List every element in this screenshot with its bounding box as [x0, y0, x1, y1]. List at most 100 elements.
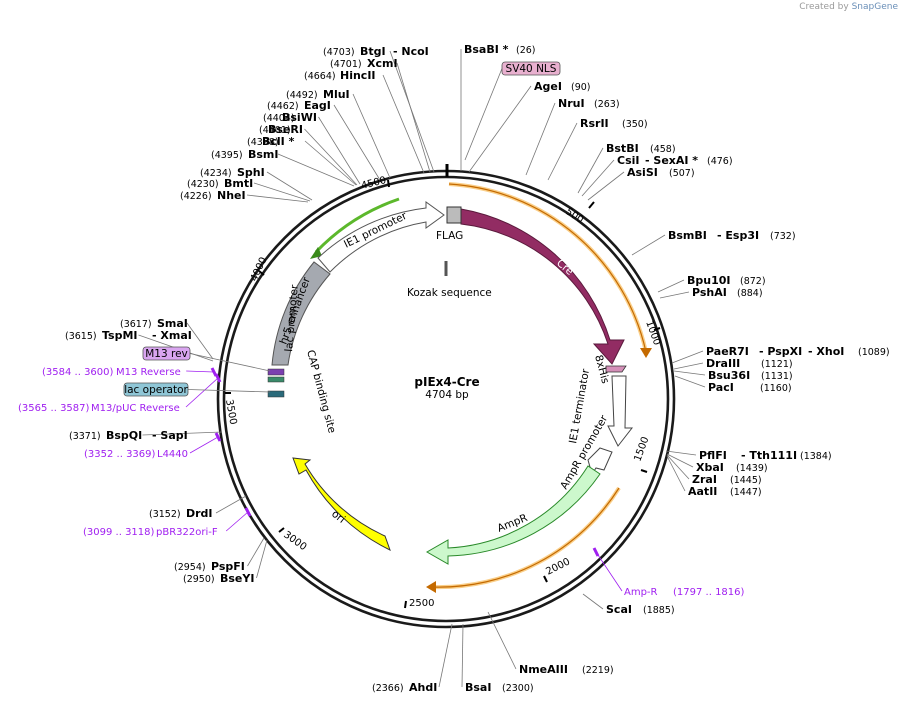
enzyme-leader: [665, 450, 697, 456]
ori-feature: [292, 457, 391, 551]
primer-name: Amp-R: [624, 587, 658, 598]
ampr-orf-arc-line: [431, 487, 620, 588]
enzyme-position: (476): [707, 156, 733, 167]
enzyme-leader: [142, 431, 223, 436]
tick-label: 1000: [643, 319, 662, 347]
enzyme-position: (1121): [761, 359, 793, 370]
boxed-feature-box: [501, 61, 561, 76]
plasmid-name: pIEx4-Cre: [414, 375, 479, 389]
enzyme-position: (3371): [69, 431, 101, 442]
enzyme-name: NheI: [217, 189, 246, 202]
enzyme-position: (1885): [643, 605, 675, 616]
enzyme-leader: [547, 122, 578, 181]
enzyme-leader: [577, 147, 604, 194]
enzyme-leader: [186, 322, 214, 360]
enzyme-name: XbaI: [696, 461, 724, 474]
lac-promoter-label: lac promoter: [283, 284, 301, 353]
ie1-promoter-label: IE1 promoter: [342, 210, 409, 251]
enzyme-leader: [631, 234, 666, 256]
his-tag-feature: [605, 365, 627, 373]
snapgene-credit: Created by SnapGene: [799, 2, 898, 12]
enzyme-leader: [525, 102, 556, 176]
primer-range: (1797 .. 1816): [673, 587, 745, 598]
tick-label: 3500: [223, 399, 238, 426]
boxed-feature-name: SV40 NLS: [506, 63, 557, 75]
primer-name: L4440: [157, 449, 188, 460]
enzyme-name: PspFI: [211, 560, 245, 573]
enzyme-position: (1445): [730, 475, 762, 486]
enzyme-position: (1089): [858, 347, 890, 358]
enzyme-leader: [304, 140, 357, 186]
enzyme-position: (2954): [174, 562, 206, 573]
enzyme-leader: [333, 104, 381, 181]
cap-site-label: CAP binding site: [304, 349, 338, 435]
lac-operator-feature: [267, 390, 285, 398]
enzyme-name: PflFI: [699, 449, 727, 462]
enzyme-name: NruI: [558, 97, 585, 110]
tick-label: 2000: [544, 556, 572, 577]
enzyme-position: (4701): [330, 59, 362, 70]
primer-range: (3584 .. 3600): [42, 367, 114, 378]
enzyme-name: - NcoI: [393, 45, 429, 58]
enzyme-name: AatII: [688, 485, 717, 498]
enzyme-leader: [266, 171, 313, 201]
enzyme-position: (4234): [200, 168, 232, 179]
boxed-feature-box: [142, 346, 191, 361]
primer-leader: [595, 551, 623, 592]
enzyme-leader: [673, 362, 704, 370]
flag-label: FLAG: [436, 230, 463, 242]
enzyme-leader: [673, 370, 706, 376]
enzyme-position: (4462): [267, 101, 299, 112]
enzyme-leader: [247, 537, 265, 567]
enzyme-position: (26): [516, 45, 536, 56]
primer-range: (3099 .. 3118): [83, 527, 155, 538]
enzyme-position: (507): [669, 168, 695, 179]
enzyme-name: BtgI: [360, 45, 386, 58]
enzyme-name: AgeI: [534, 80, 562, 93]
tick-mark: [387, 179, 390, 188]
kozak-label: Kozak sequence: [407, 287, 492, 299]
enzyme-leader: [461, 623, 464, 688]
enzyme-leader: [352, 93, 391, 179]
tick-label: 2500: [409, 598, 434, 609]
enzyme-leader: [246, 194, 309, 203]
enzyme-leader: [674, 375, 706, 388]
ie1-promoter-arc: [314, 197, 400, 254]
enzyme-name: BstBI: [606, 142, 639, 155]
enzyme-leader-lines: [138, 49, 706, 688]
enzyme-name: DrdI: [186, 507, 213, 520]
enzyme-position: (4404): [263, 113, 295, 124]
enzyme-position: (872): [740, 276, 766, 287]
enzyme-name: SmaI: [157, 317, 188, 330]
primer-name: pBR322ori-F: [156, 527, 218, 538]
enzyme-position: (732): [770, 231, 796, 242]
enzyme-position: (350): [622, 119, 648, 130]
flag-feature: [446, 206, 462, 224]
enzyme-name: Bpu10I: [687, 274, 731, 287]
enzyme-position: (4401): [259, 125, 291, 136]
enzyme-name: SphI: [237, 166, 265, 179]
primer-mark: [214, 373, 222, 383]
primer-leader: [185, 377, 219, 408]
enzyme-name: Bsu36I: [708, 369, 750, 382]
enzyme-leader: [215, 495, 247, 514]
tick-label: 3000: [281, 529, 308, 553]
tick-mark: [543, 575, 548, 583]
ie1-promoter-feature: [317, 201, 445, 273]
cre-feature: [460, 208, 625, 365]
enzyme-name: PacI: [708, 381, 734, 394]
enzyme-name: HincII: [340, 69, 376, 82]
primer-mark: [592, 547, 600, 557]
enzyme-name: RsrII: [580, 117, 609, 130]
enzyme-name: ZraI: [692, 473, 717, 486]
cre-orf-arc-line: [448, 183, 647, 353]
enzyme-position: (1160): [760, 383, 792, 394]
primer-leader: [189, 436, 219, 454]
enzyme-leader: [671, 350, 704, 364]
primer-mark: [244, 507, 252, 517]
boxed-feature-leader: [189, 353, 271, 372]
enzyme-name: NmeAIII: [519, 663, 568, 676]
tick-mark: [278, 527, 285, 533]
enzyme-name: BspQI: [106, 429, 142, 442]
